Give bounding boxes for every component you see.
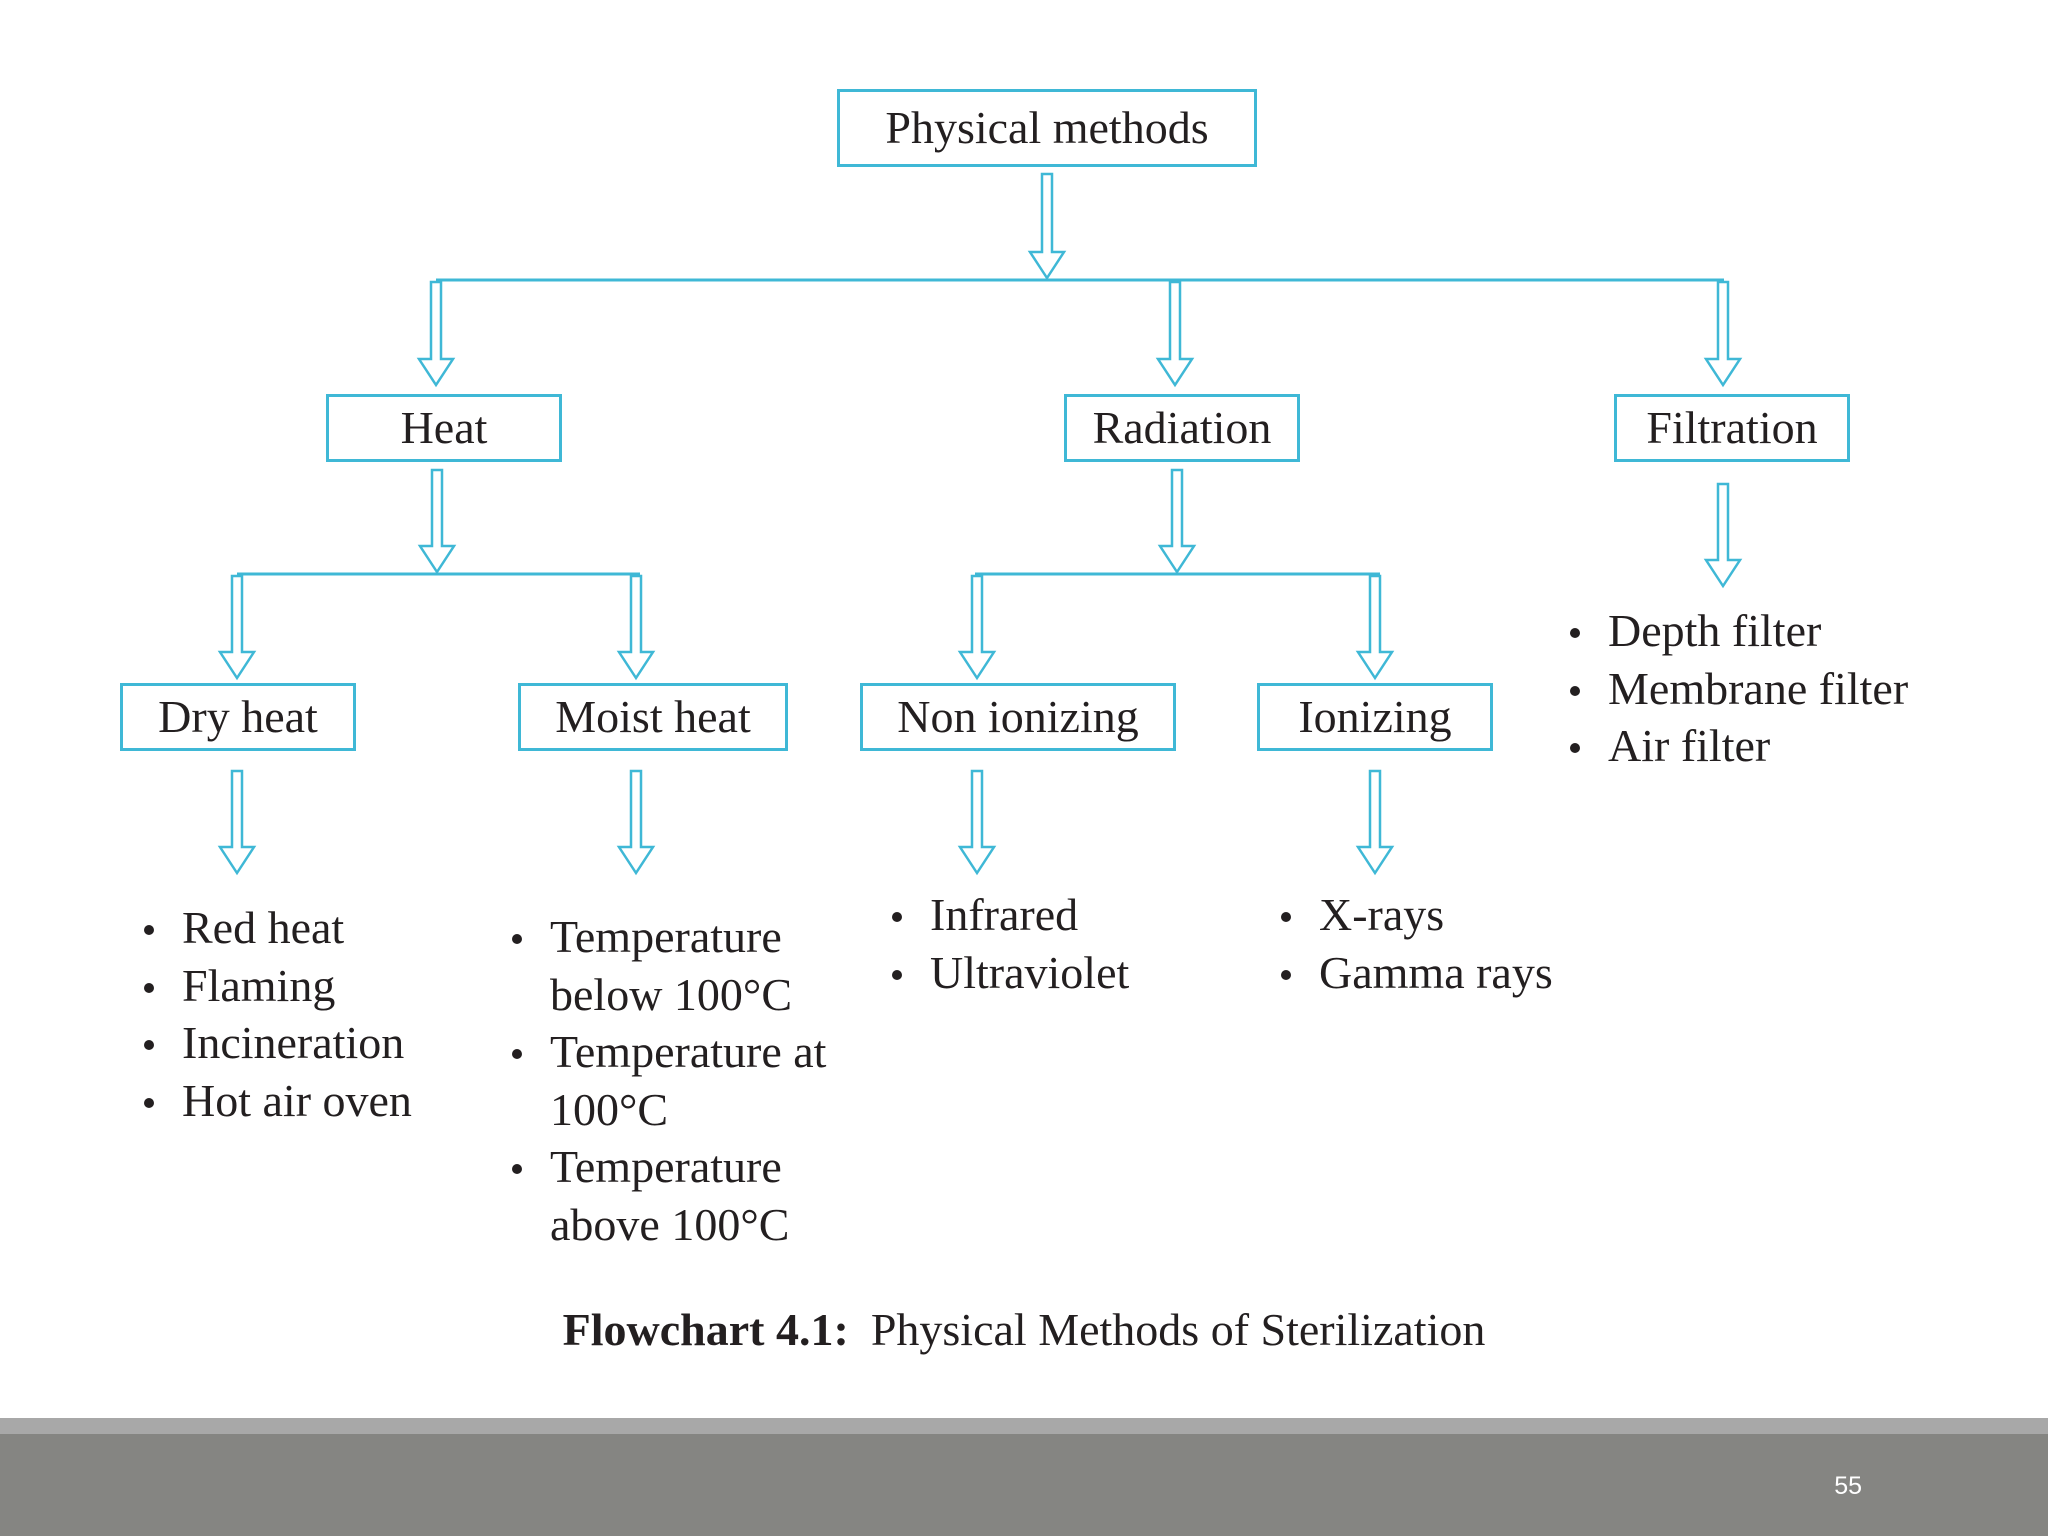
down-arrow-icon — [217, 769, 257, 876]
down-arrow-icon — [1703, 482, 1743, 589]
caption-label: Flowchart 4.1: — [562, 1304, 849, 1355]
list-item: X-rays — [1281, 886, 1553, 944]
list-filtration: Depth filter Membrane filter Air filter — [1560, 602, 1908, 775]
down-arrow-icon — [1155, 280, 1195, 388]
list-item: Gamma rays — [1281, 944, 1553, 1002]
node-moist-heat: Moist heat — [518, 683, 788, 751]
list-item: Red heat — [144, 899, 412, 957]
page-number: 55 — [1834, 1472, 1862, 1500]
down-arrow-icon — [957, 574, 997, 681]
list-item: Temperature above 100°C — [512, 1138, 870, 1253]
node-radiation: Radiation — [1064, 394, 1300, 462]
node-ionizing: Ionizing — [1257, 683, 1493, 751]
down-arrow-icon — [416, 280, 456, 388]
list-item: Ultraviolet — [891, 944, 1129, 1002]
node-physical-methods: Physical methods — [837, 89, 1257, 167]
flowchart-caption: Flowchart 4.1: Physical Methods of Steril… — [0, 1302, 2048, 1358]
down-arrow-icon — [1703, 280, 1743, 388]
down-arrow-icon — [957, 769, 997, 876]
node-non-ionizing: Non ionizing — [860, 683, 1176, 751]
list-moist-heat: Temperature below 100°C Temperature at 1… — [502, 908, 870, 1253]
node-filtration: Filtration — [1614, 394, 1850, 462]
list-item: Temperature below 100°C — [512, 908, 870, 1023]
down-arrow-icon — [616, 574, 656, 681]
down-arrow-icon — [616, 769, 656, 876]
caption-text: Physical Methods of Sterilization — [870, 1304, 1486, 1355]
down-arrow-icon — [1355, 769, 1395, 876]
list-item: Flaming — [144, 957, 412, 1015]
node-dry-heat: Dry heat — [120, 683, 356, 751]
down-arrow-icon — [417, 468, 457, 575]
list-item: Incineration — [144, 1014, 412, 1072]
down-arrow-icon — [1157, 468, 1197, 575]
list-item: Depth filter — [1569, 602, 1908, 660]
footer-bar — [0, 1434, 2048, 1536]
list-item: Membrane filter — [1569, 660, 1908, 718]
node-heat: Heat — [326, 394, 562, 462]
list-item: Air filter — [1569, 717, 1908, 775]
list-non-ionizing: Infrared Ultraviolet — [882, 886, 1129, 1001]
list-dry-heat: Red heat Flaming Incineration Hot air ov… — [134, 899, 412, 1129]
list-item: Infrared — [891, 886, 1129, 944]
list-item: Hot air oven — [144, 1072, 412, 1130]
down-arrow-icon — [1355, 574, 1395, 681]
footer-divider — [0, 1418, 2048, 1434]
down-arrow-icon — [217, 574, 257, 681]
down-arrow-icon — [1027, 172, 1067, 281]
list-item: Temperature at 100°C — [512, 1023, 870, 1138]
list-ionizing: X-rays Gamma rays — [1271, 886, 1553, 1001]
